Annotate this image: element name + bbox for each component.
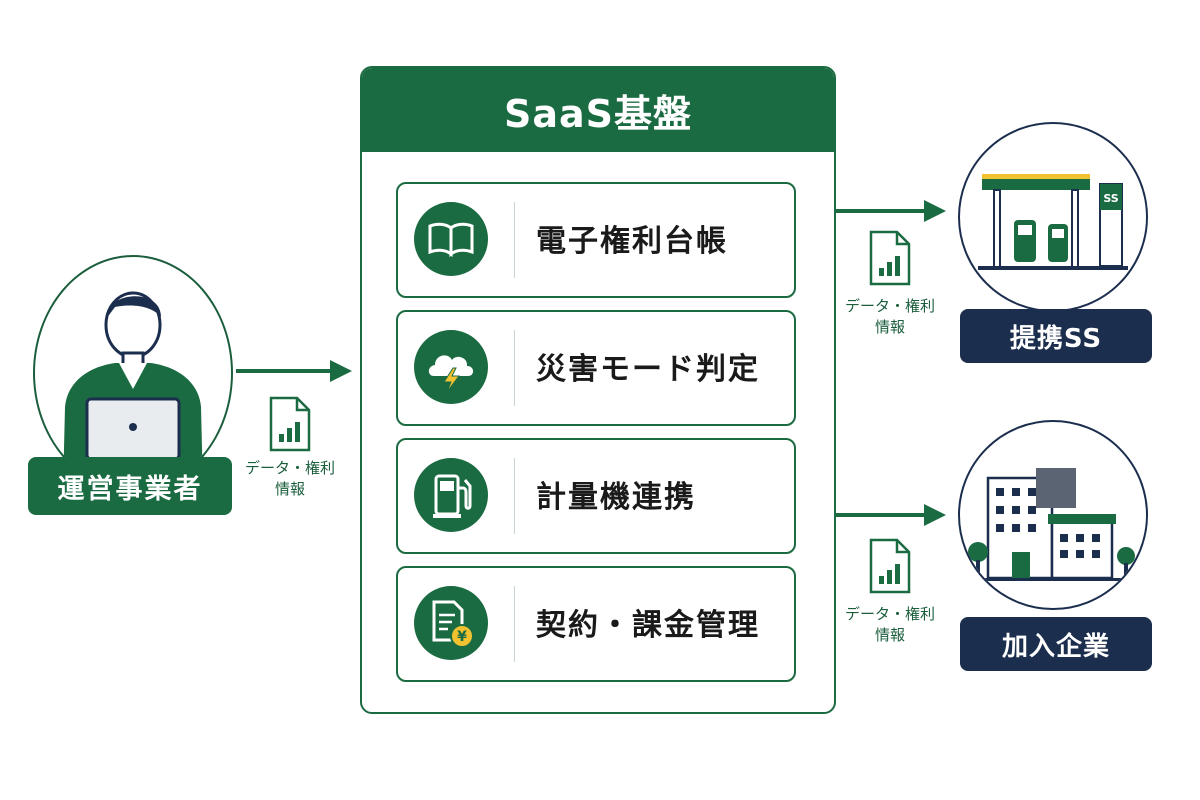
- saas-title: SaaS基盤: [362, 68, 834, 152]
- module-label: 計量機連携: [536, 480, 696, 515]
- module-rights-ledger: 電子権利台帳: [396, 182, 796, 298]
- invoice-yen-icon: ¥: [414, 586, 488, 660]
- operator-person-icon: [63, 291, 203, 489]
- company-circle: [958, 420, 1148, 610]
- module-separator: [514, 202, 515, 278]
- document-chart-icon: [869, 538, 911, 594]
- module-label: 災害モード判定: [536, 352, 760, 387]
- office-building-icon: [968, 468, 1138, 581]
- fuel-pump-icon: [414, 458, 488, 532]
- module-separator: [514, 330, 515, 406]
- flow-label-saas-to-ss: データ・権利 情報: [844, 297, 935, 336]
- flow-label-operator-to-saas: データ・権利 情報: [244, 459, 335, 498]
- module-label: 電子権利台帳: [536, 224, 728, 259]
- operator-label: 運営事業者: [28, 457, 232, 515]
- flow-arrow-saas-to-ss: [836, 200, 946, 222]
- document-chart-icon: [269, 396, 311, 452]
- flow-arrow-operator-to-saas: [236, 360, 352, 382]
- svg-text:¥: ¥: [457, 629, 467, 645]
- module-contract-billing: ¥ 契約・課金管理: [396, 566, 796, 682]
- ss-sign-text: SS: [1103, 192, 1118, 205]
- book-icon: [414, 202, 488, 276]
- module-disaster-mode: 災害モード判定: [396, 310, 796, 426]
- partner-ss-label: 提携SS: [960, 309, 1152, 363]
- document-chart-icon: [869, 230, 911, 286]
- flow-arrow-saas-to-company: [836, 504, 946, 526]
- storm-cloud-icon: [414, 330, 488, 404]
- operator-avatar-circle: [33, 255, 233, 491]
- module-separator: [514, 586, 515, 662]
- module-separator: [514, 458, 515, 534]
- gas-station-icon: SS: [978, 174, 1128, 270]
- flow-label-saas-to-company: データ・権利 情報: [844, 605, 935, 644]
- module-meter-integration: 計量機連携: [396, 438, 796, 554]
- module-label: 契約・課金管理: [536, 608, 760, 643]
- member-company-label: 加入企業: [960, 617, 1152, 671]
- gas-station-circle: SS: [958, 122, 1148, 312]
